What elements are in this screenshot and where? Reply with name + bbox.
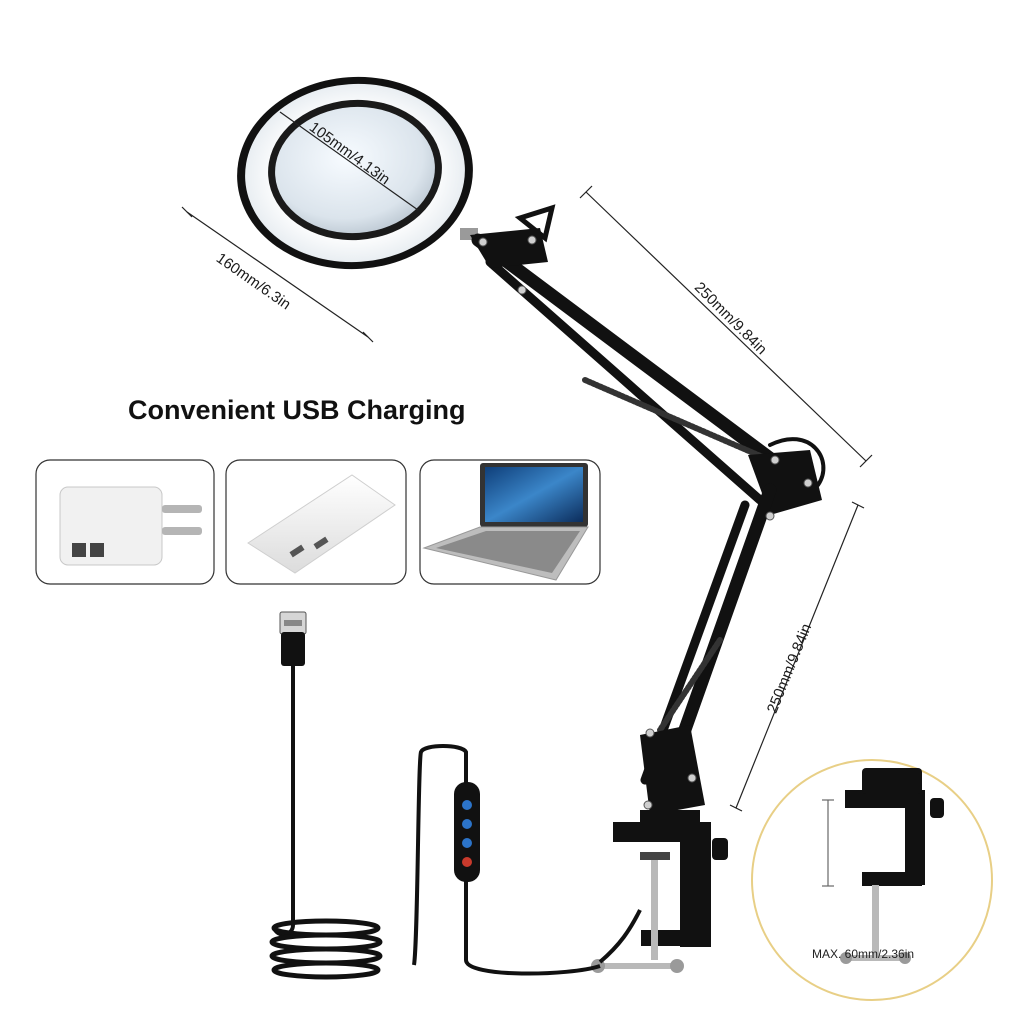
ring-dimension-line — [181, 206, 374, 343]
clamp-capacity-label: MAX. 60mm/2.36in — [812, 947, 915, 961]
arm-rivets — [478, 235, 813, 810]
lamp-arm — [470, 204, 826, 815]
power-bank-tile — [225, 459, 407, 585]
usb-cable — [269, 665, 642, 980]
usb-plug — [279, 611, 307, 666]
dimmer-switch — [454, 782, 480, 882]
lens-dimension-line — [279, 111, 419, 211]
magnifier-head — [237, 76, 478, 270]
laptop-tile — [419, 459, 601, 585]
wall-charger-tile — [35, 459, 215, 585]
lower-arm-dimension-line — [729, 501, 865, 812]
clamp-callout — [751, 759, 993, 1001]
usb-charging-headline: Convenient USB Charging — [128, 395, 466, 425]
upper-arm-dimension-line — [579, 185, 873, 468]
desk-clamp — [591, 810, 728, 973]
